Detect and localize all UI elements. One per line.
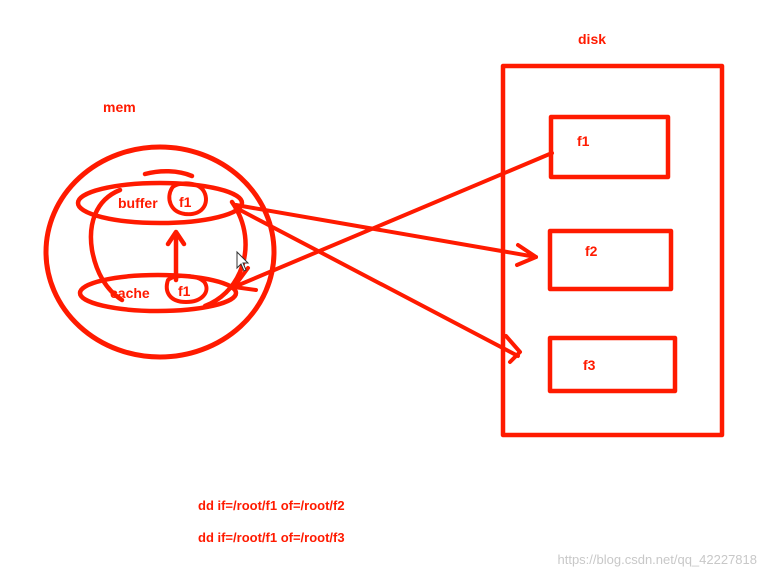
buffer-file-scribble: [167, 181, 208, 217]
disk-f1-to-cache-arrowhead: [232, 266, 258, 292]
buffer-label: buffer: [118, 195, 158, 211]
buffer-to-f3-arrow: [238, 208, 520, 358]
cache-to-buffer-arrow: [165, 229, 187, 283]
cache-file-label: f1: [178, 283, 191, 299]
disk-file-f1-label: f1: [577, 133, 590, 149]
disk-file-f1-box: [548, 114, 671, 180]
scribble-top: [142, 169, 195, 179]
command-line-1: dd if=/root/f1 of=/root/f2: [198, 498, 345, 513]
cache-file-scribble: [164, 273, 209, 304]
disk-label: disk: [578, 31, 606, 47]
buffer-to-f2-arrowhead: [515, 243, 538, 267]
disk-file-f3-label: f3: [583, 357, 596, 373]
buffer-ring: [75, 180, 245, 226]
mem-circle: [43, 144, 277, 360]
cache-ring: [77, 272, 239, 314]
disk-file-f2-label: f2: [585, 243, 598, 259]
command-line-2: dd if=/root/f1 of=/root/f3: [198, 530, 345, 545]
buffer-to-f2-arrow: [234, 203, 538, 259]
disk-file-f3-box: [547, 335, 678, 394]
disk-box: [500, 63, 725, 438]
mem-label: mem: [103, 99, 136, 115]
scribble-left: [88, 187, 125, 303]
buffer-file-label: f1: [179, 194, 192, 210]
mouse-cursor-icon: [236, 250, 250, 272]
disk-f1-to-cache-arrow: [232, 151, 554, 289]
buffer-to-f3-arrowhead: [504, 334, 522, 364]
watermark-text: https://blog.csdn.net/qq_42227818: [557, 552, 758, 567]
disk-file-f2-box: [547, 228, 674, 292]
scribble-right: [202, 199, 248, 309]
